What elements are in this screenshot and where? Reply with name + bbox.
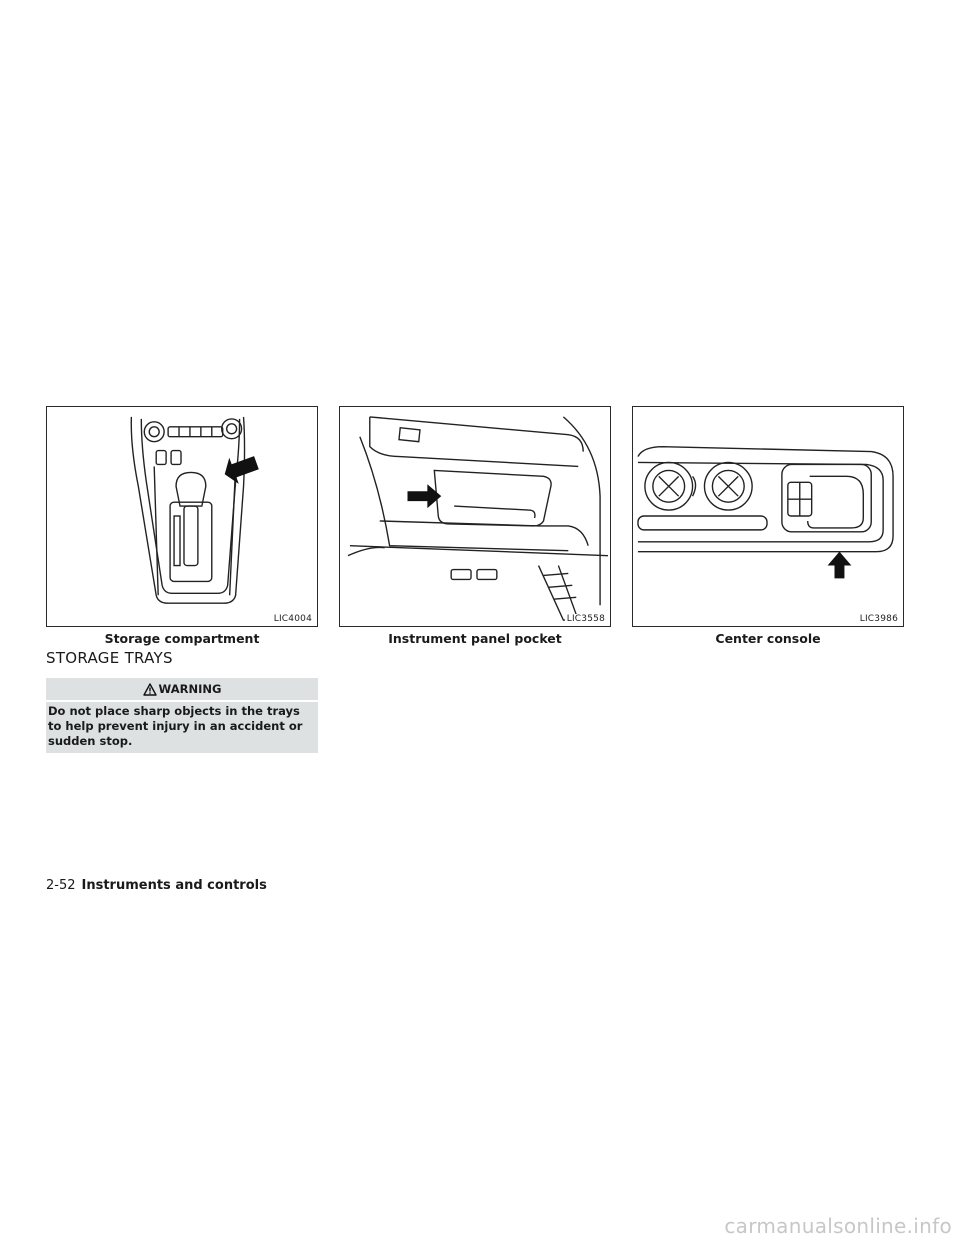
arrow-icon — [827, 551, 852, 579]
arrow-icon — [224, 456, 259, 484]
section-title: STORAGE TRAYS — [46, 649, 173, 667]
figure-caption: Center console — [715, 631, 821, 646]
warning-header: WARNING — [46, 678, 318, 702]
figure-center-console: LIC3986 — [632, 406, 904, 627]
warning-label: WARNING — [158, 682, 222, 696]
figure-storage-compartment: LIC4004 — [46, 406, 318, 627]
warning-triangle-icon — [142, 682, 157, 696]
watermark: carmanualsonline.info — [724, 1214, 952, 1238]
figure-code: LIC3558 — [564, 614, 605, 624]
figure-code: LIC4004 — [271, 614, 312, 624]
footer-section-name: Instruments and controls — [81, 878, 267, 893]
page-footer: 2-52 Instruments and controls — [46, 878, 267, 893]
warning-text: Do not place sharp objects in the trays … — [46, 702, 318, 753]
storage-compartment-illustration — [130, 416, 259, 604]
figure-caption: Storage compartment — [104, 631, 260, 646]
center-console-illustration — [637, 445, 894, 579]
figure-code: LIC3986 — [857, 614, 898, 624]
arrow-icon — [407, 484, 442, 509]
page-number: 2-52 — [46, 878, 76, 893]
figure-caption: Instrument panel pocket — [388, 631, 562, 646]
instrument-panel-pocket-illustration — [347, 416, 609, 621]
figure-instrument-panel-pocket: LIC3558 — [339, 406, 611, 627]
